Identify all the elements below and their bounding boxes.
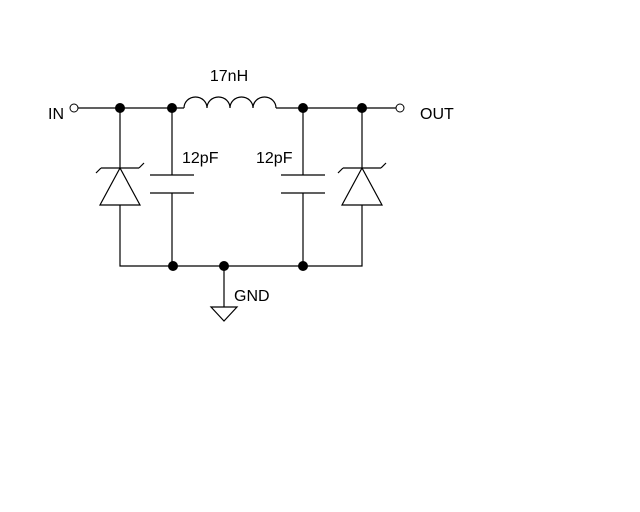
junction-dot xyxy=(167,103,177,113)
in-label: IN xyxy=(48,106,64,123)
ground-symbol xyxy=(209,306,239,322)
junction-dot xyxy=(115,103,125,113)
junction-dot xyxy=(357,103,367,113)
junction-dot xyxy=(298,103,308,113)
right-capacitor xyxy=(281,174,325,194)
out-label: OUT xyxy=(420,106,454,123)
inductor-label: 17nH xyxy=(210,68,248,85)
left-capacitor xyxy=(150,174,194,194)
left-cap-label: 12pF xyxy=(182,150,219,167)
junction-dot xyxy=(168,261,178,271)
junction-dot xyxy=(298,261,308,271)
junction-dot xyxy=(219,261,229,271)
left-tvs-diode xyxy=(95,162,145,206)
in-terminal[interactable] xyxy=(69,103,79,113)
wire-right-diode-bottom xyxy=(303,205,363,267)
right-tvs-diode xyxy=(337,162,387,206)
out-terminal[interactable] xyxy=(395,103,405,113)
inductor-17nh xyxy=(183,96,277,109)
right-cap-label: 12pF xyxy=(256,150,293,167)
gnd-label: GND xyxy=(234,288,270,305)
wire-left-diode-bottom xyxy=(119,205,173,267)
